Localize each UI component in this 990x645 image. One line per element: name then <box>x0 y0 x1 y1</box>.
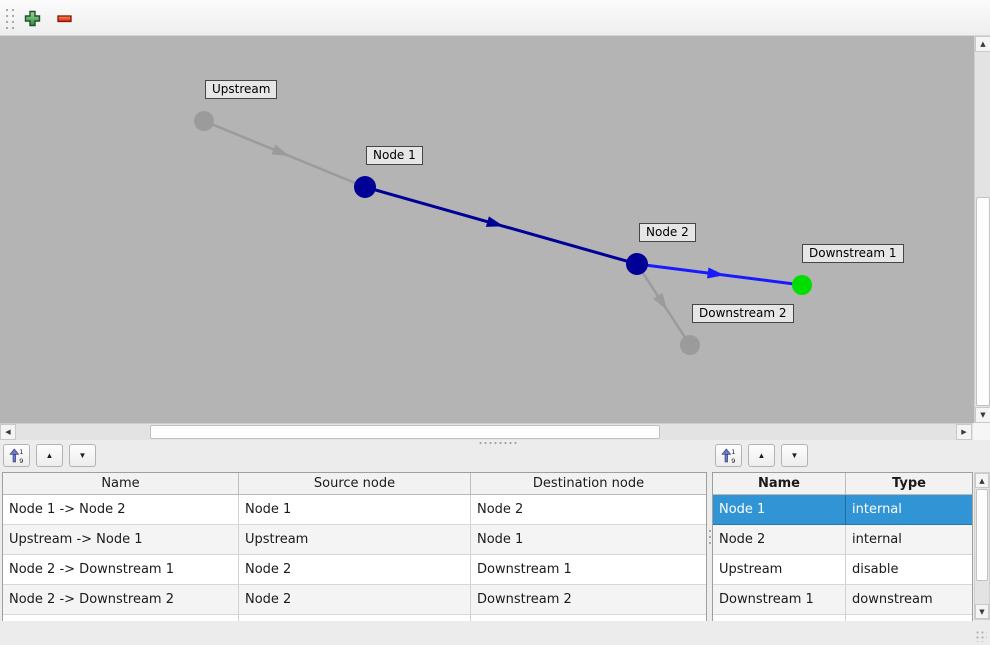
edge-arrow-icon <box>485 216 504 227</box>
edge-arrow-icon <box>271 144 290 156</box>
canvas-vertical-scrollbar[interactable]: ▲ ▼ <box>974 36 990 423</box>
graph-node-upstream[interactable] <box>194 111 214 131</box>
svg-text:9: 9 <box>19 456 23 463</box>
node-table-header: Name Type <box>713 473 972 495</box>
svg-text:9: 9 <box>731 456 735 463</box>
svg-text:1: 1 <box>19 448 23 456</box>
remove-node-button[interactable] <box>52 8 76 29</box>
graph-node-downstream2[interactable] <box>680 335 700 355</box>
node-label-upstream: Upstream <box>205 80 278 99</box>
table-scroll-thumb[interactable] <box>976 489 988 581</box>
minus-icon <box>56 15 72 23</box>
svg-text:1: 1 <box>731 448 735 456</box>
window-resize-grip[interactable] <box>974 629 987 642</box>
empty-row-filler <box>713 615 972 621</box>
nodes-move-down-button[interactable]: ▼ <box>781 444 808 467</box>
edge-table-cell: Node 2 <box>471 495 706 525</box>
edge-column-header[interactable]: Destination node <box>532 476 645 491</box>
triangle-up-icon: ▲ <box>757 450 766 460</box>
node-table-cell: Upstream <box>713 555 846 585</box>
node-table-cell: Node 1 <box>713 495 846 525</box>
scroll-down-button[interactable]: ▼ <box>975 604 989 619</box>
edge-table-cell: Downstream 1 <box>471 555 706 585</box>
node-table-cell: disable <box>846 555 972 585</box>
splitter-grip-icon <box>707 528 711 548</box>
node-table-cell: Node 2 <box>713 525 846 555</box>
triangle-down-icon: ▼ <box>790 450 799 460</box>
edge-column-header[interactable]: Name <box>3 473 239 494</box>
edge-table-cell: Upstream <box>239 525 471 555</box>
triangle-down-icon: ▼ <box>78 450 87 460</box>
splitter-grip-icon <box>478 440 518 444</box>
add-node-button[interactable] <box>20 8 44 29</box>
node-column-header[interactable]: Name <box>713 473 846 494</box>
node-column-header[interactable]: Type <box>892 476 926 491</box>
edge-table-cell: Node 1 -> Node 2 <box>3 495 239 525</box>
horizontal-splitter[interactable] <box>0 440 990 444</box>
node-label-node1: Node 1 <box>366 146 423 165</box>
graph-node-node2[interactable] <box>626 253 648 275</box>
node-label-node2: Node 2 <box>639 223 696 242</box>
horizontal-scroll-thumb[interactable] <box>150 425 660 439</box>
sort-ascending-icon: 19 <box>721 448 735 464</box>
empty-row-filler <box>3 615 706 621</box>
node-table-cell: internal <box>846 525 972 555</box>
canvas-horizontal-scrollbar[interactable]: ◀ ▶ <box>0 423 973 440</box>
status-bar <box>0 621 990 645</box>
plus-icon <box>24 10 40 27</box>
node-table-cell: Downstream 1 <box>713 585 846 615</box>
edge-table-cell: Node 1 <box>471 525 706 555</box>
scroll-down-button[interactable]: ▼ <box>975 407 990 423</box>
edge-table-cell: Node 2 -> Downstream 2 <box>3 585 239 615</box>
graph-node-downstream1[interactable] <box>792 275 812 295</box>
triangle-up-icon: ▲ <box>45 450 54 460</box>
edge-table-cell: Downstream 2 <box>471 585 706 615</box>
edge-table-cell: Node 2 <box>239 585 471 615</box>
edge-column-header[interactable]: Source node <box>239 473 471 494</box>
scroll-up-button[interactable]: ▲ <box>975 36 990 52</box>
edge-table-cell: Upstream -> Node 1 <box>3 525 239 555</box>
scrollbar-corner <box>973 423 990 440</box>
nodes-table-scrollbar[interactable]: ▲ ▼ <box>974 472 990 620</box>
sort-ascending-icon: 19 <box>9 448 23 464</box>
edge-table-cell: Node 2 <box>239 555 471 585</box>
nodes-move-up-button[interactable]: ▲ <box>748 444 775 467</box>
graph-node-node1[interactable] <box>354 176 376 198</box>
edges-move-up-button[interactable]: ▲ <box>36 444 63 467</box>
edge-arrow-icon <box>707 267 725 279</box>
edge-table-cell: Node 2 -> Downstream 1 <box>3 555 239 585</box>
node-table-cell: downstream <box>846 585 972 615</box>
scroll-up-button[interactable]: ▲ <box>975 473 989 488</box>
main-toolbar <box>0 0 990 36</box>
toolbar-grip[interactable] <box>3 6 14 30</box>
node-label-downstream2: Downstream 2 <box>692 304 794 323</box>
vertical-splitter[interactable] <box>706 472 711 620</box>
node-table-cell: internal <box>846 495 972 525</box>
node-label-downstream1: Downstream 1 <box>802 244 904 263</box>
scroll-left-button[interactable]: ◀ <box>0 424 16 440</box>
vertical-scroll-thumb[interactable] <box>976 197 990 406</box>
edge-arrow-icon <box>653 292 668 310</box>
edge-table-cell: Node 1 <box>239 495 471 525</box>
edges-move-down-button[interactable]: ▼ <box>69 444 96 467</box>
graph-svg <box>194 111 812 355</box>
scroll-right-button[interactable]: ▶ <box>956 424 972 440</box>
